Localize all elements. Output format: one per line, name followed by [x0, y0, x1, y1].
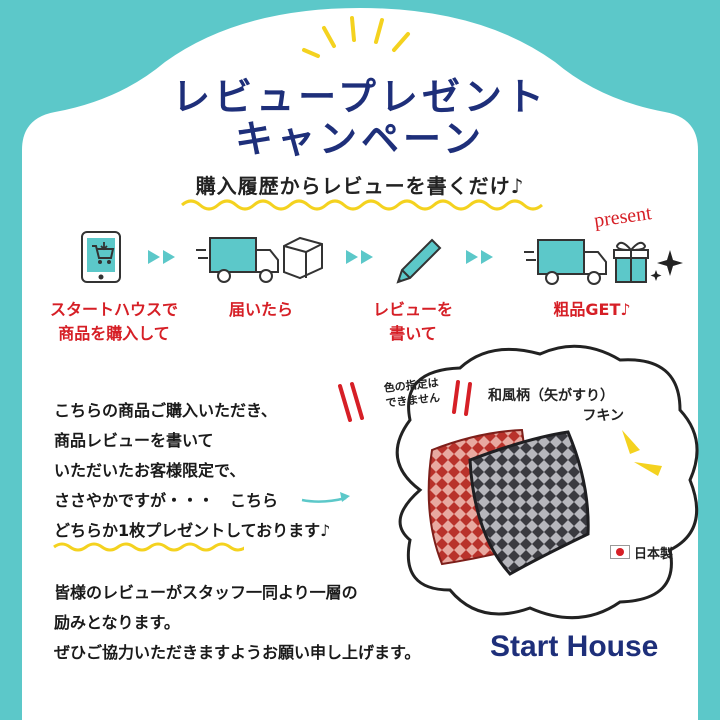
cloth-products-image: [427, 428, 590, 576]
truck-gift-icon: [524, 239, 683, 285]
pencil-icon: [396, 238, 442, 284]
arrow-icon: [148, 250, 175, 264]
emphasis-rays-icon: [622, 430, 662, 476]
body-line: 商品レビューを書いて: [54, 431, 214, 450]
subtitle: 購入履歴からレビューを書くだけ♪: [195, 174, 525, 198]
arrow-icon: [346, 250, 373, 264]
origin-label: 日本製: [634, 547, 674, 562]
accent-strokes-icon: [338, 382, 364, 422]
body-line: どちらか1枚プレゼントしております♪: [54, 521, 331, 540]
step-4-label: 粗品GET♪: [553, 300, 631, 319]
sunburst-icon: [302, 16, 410, 58]
pointer-arrow-icon: [301, 492, 350, 503]
step-2-label: 届いたら: [228, 300, 293, 319]
wavy-underline: [53, 542, 244, 552]
title-line-2: キャンペーン: [234, 117, 486, 161]
body-line: いただいたお客様限定で、: [54, 461, 246, 480]
arrow-icon: [466, 250, 493, 264]
smartphone-cart-icon: [81, 231, 121, 283]
body-line: 励みとなります。: [54, 613, 180, 632]
step-1-label: スタートハウスで 商品を購入して: [49, 300, 178, 343]
body-line: 皆様のレビューがスタッフ一同より一層の: [54, 583, 358, 602]
body-line: こちらの商品ご購入いただき、: [54, 401, 277, 420]
title-line-1: レビュープレゼント: [172, 75, 548, 119]
accent-strokes-icon: [452, 380, 472, 416]
body-line: ささやかですが・・・ こちら: [54, 491, 279, 510]
step-3-label: レビューを 書いて: [372, 300, 453, 343]
delivery-truck-box-icon: [196, 236, 323, 283]
product-name: 和風柄（矢がすり） フキン: [488, 388, 624, 424]
brand-logo-text: Start House: [490, 630, 659, 663]
japan-flag-icon: [610, 545, 630, 559]
body-line: ぜひご協力いただきますようお願い申し上げます。: [54, 643, 421, 662]
wavy-underline: [181, 199, 543, 211]
